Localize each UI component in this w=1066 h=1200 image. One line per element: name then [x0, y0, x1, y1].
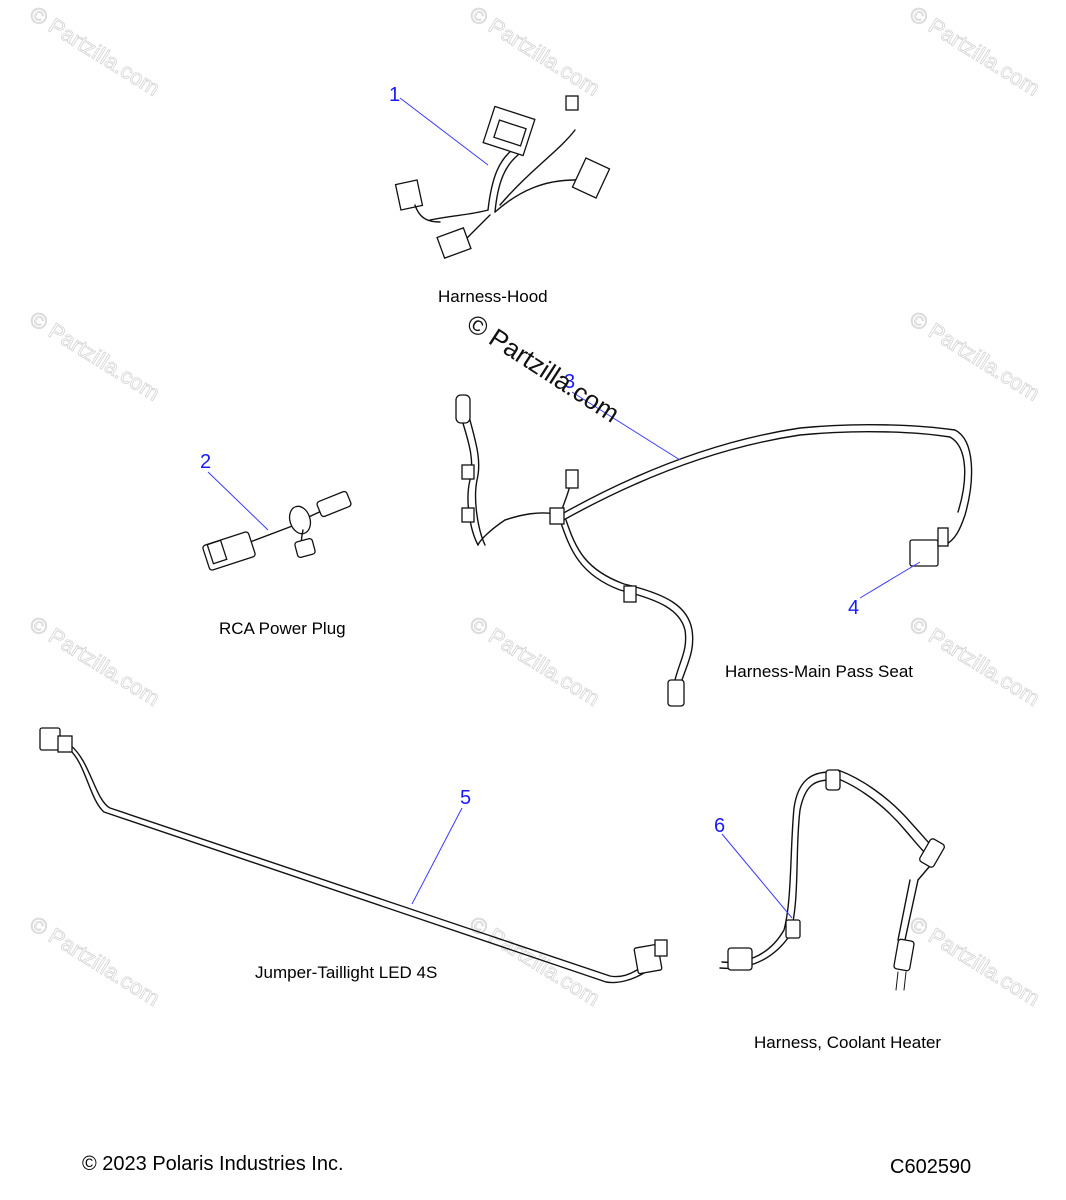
harness-main-pass-seat-drawing: [455, 391, 973, 707]
copyright-text: © 2023 Polaris Industries Inc.: [82, 1153, 344, 1175]
watermark: © Partzilla.com: [465, 1, 604, 101]
label-jumper-taillight: Jumper-Taillight LED 4S: [255, 963, 437, 982]
callout-1: 1: [389, 84, 400, 106]
callout-3: 3: [564, 371, 575, 393]
watermark: © Partzilla.com: [25, 911, 164, 1011]
callout-2: 2: [200, 451, 211, 473]
leader-line-5: [411, 807, 463, 905]
watermark: © Partzilla.com: [905, 611, 1044, 711]
callout-6: 6: [714, 815, 725, 837]
leader-line-4: [859, 561, 921, 599]
watermark: © Partzilla.com: [465, 911, 604, 1011]
callout-4: 4: [848, 597, 859, 619]
callout-5: 5: [460, 787, 471, 809]
harness-hood-drawing: [394, 95, 611, 259]
leader-line-1: [399, 97, 489, 166]
watermark-large: © Partzilla.com: [462, 308, 625, 429]
diagram-code: C602590: [890, 1156, 971, 1178]
watermark: © Partzilla.com: [25, 306, 164, 406]
leader-line-2: [207, 471, 269, 531]
label-harness-hood: Harness-Hood: [438, 287, 548, 306]
watermark: © Partzilla.com: [905, 306, 1044, 406]
harness-coolant-heater-drawing: [719, 769, 945, 991]
watermark: © Partzilla.com: [465, 611, 604, 711]
watermark: © Partzilla.com: [905, 1, 1044, 101]
rca-power-plug-drawing: [202, 471, 352, 571]
watermark-layer: © Partzilla.com © Partzilla.com © Partzi…: [25, 1, 1045, 1012]
jumper-taillight-drawing: [39, 727, 668, 984]
watermark: © Partzilla.com: [25, 1, 164, 101]
watermark: © Partzilla.com: [905, 911, 1044, 1011]
label-harness-main-pass-seat: Harness-Main Pass Seat: [725, 662, 913, 681]
watermark: © Partzilla.com: [25, 611, 164, 711]
leader-line-6: [721, 833, 793, 919]
leader-line-3: [571, 391, 681, 461]
label-rca-power-plug: RCA Power Plug: [219, 619, 346, 638]
label-harness-coolant-heater: Harness, Coolant Heater: [754, 1033, 941, 1052]
